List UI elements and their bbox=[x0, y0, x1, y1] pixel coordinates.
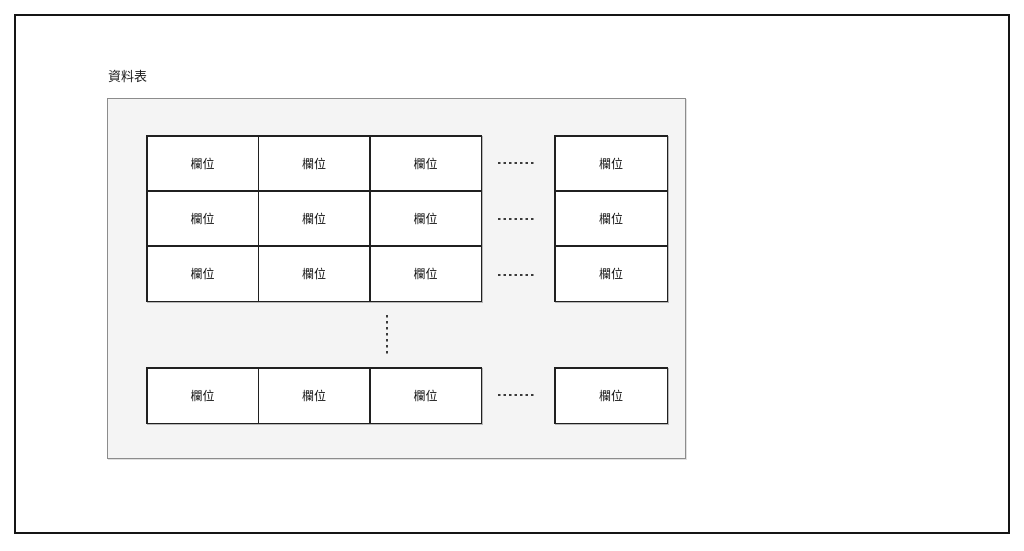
field-cell: 欄位 bbox=[147, 246, 258, 301]
field-cell: 欄位 bbox=[259, 136, 369, 191]
field-cell: 欄位 bbox=[555, 136, 667, 191]
field-cell: 欄位 bbox=[147, 368, 258, 423]
field-cell: 欄位 bbox=[259, 368, 369, 423]
field-cell: 欄位 bbox=[555, 191, 667, 246]
field-cell: 欄位 bbox=[370, 191, 481, 246]
field-column-last: 欄位 欄位 欄位 bbox=[554, 135, 668, 302]
field-cell: 欄位 bbox=[259, 246, 369, 301]
field-cell: 欄位 bbox=[370, 368, 481, 423]
field-grid-main: 欄位 欄位 欄位 欄位 欄位 欄位 欄位 欄位 欄位 bbox=[146, 135, 482, 302]
field-cell-last: 欄位 bbox=[554, 367, 668, 424]
field-cell: 欄位 bbox=[555, 368, 667, 423]
horizontal-ellipsis-dots bbox=[498, 162, 536, 164]
field-cell: 欄位 bbox=[370, 246, 481, 301]
field-cell: 欄位 bbox=[259, 191, 369, 246]
page-frame: 資料表 欄位 欄位 欄位 欄位 欄位 欄位 欄位 欄位 欄位 欄位 欄位 欄位 … bbox=[14, 14, 1010, 534]
vertical-ellipsis-dots bbox=[386, 315, 388, 357]
field-cell: 欄位 bbox=[555, 246, 667, 301]
field-row-last: 欄位 欄位 欄位 bbox=[146, 367, 482, 424]
horizontal-ellipsis-dots bbox=[498, 274, 536, 276]
field-cell: 欄位 bbox=[147, 136, 258, 191]
diagram-title: 資料表 bbox=[108, 70, 148, 85]
horizontal-ellipsis-dots bbox=[498, 394, 536, 396]
horizontal-ellipsis-dots bbox=[498, 218, 536, 220]
data-table-container: 欄位 欄位 欄位 欄位 欄位 欄位 欄位 欄位 欄位 欄位 欄位 欄位 欄位 欄… bbox=[107, 98, 686, 459]
field-cell: 欄位 bbox=[147, 191, 258, 246]
field-cell: 欄位 bbox=[370, 136, 481, 191]
